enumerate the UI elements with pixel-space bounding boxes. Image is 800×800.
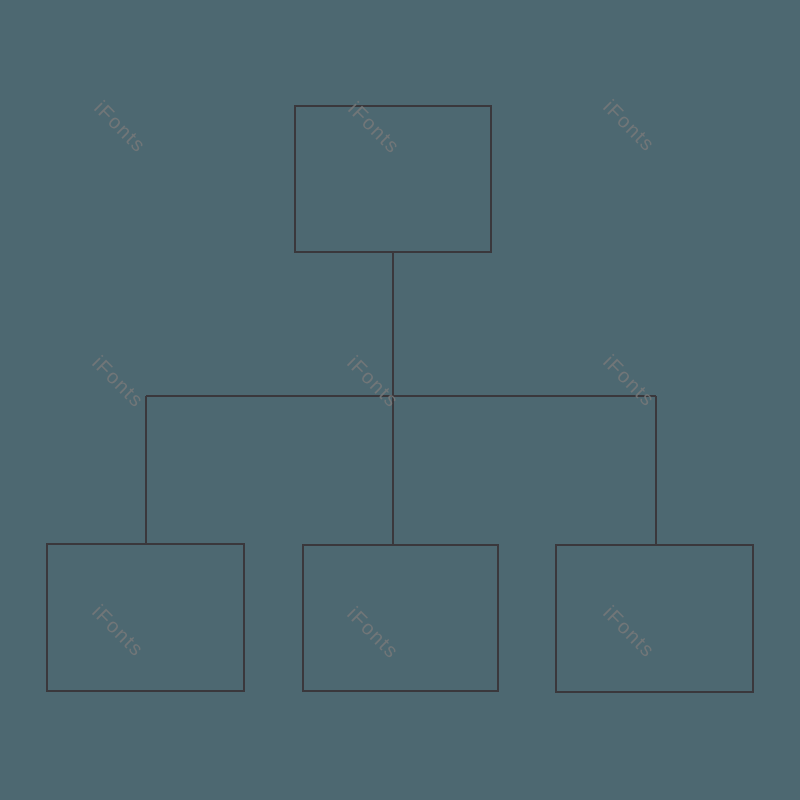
diagram-node-child-middle (302, 544, 499, 692)
diagram-node-child-left (46, 543, 245, 692)
diagram-node-child-right (555, 544, 754, 693)
diagram-node-root (294, 105, 492, 253)
